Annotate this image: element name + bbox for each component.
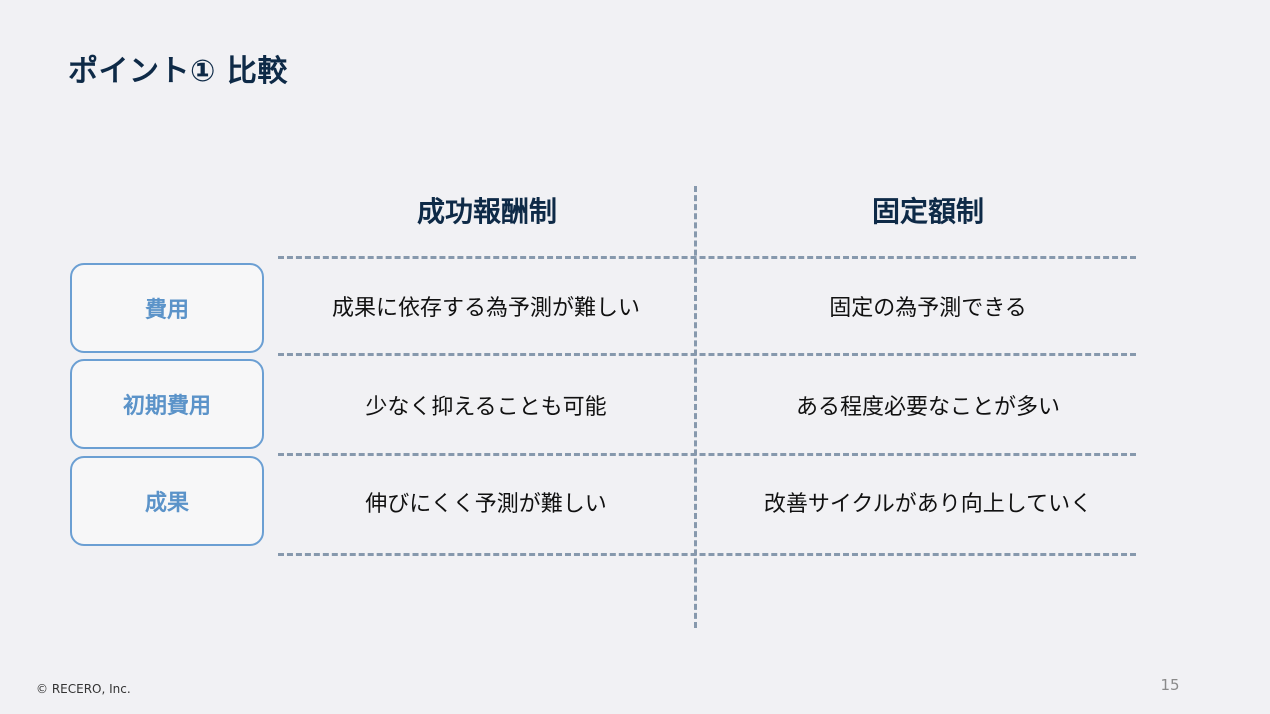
- row-divider: [278, 256, 1136, 259]
- row-divider: [278, 453, 1136, 456]
- column-divider: [694, 186, 697, 628]
- cell-initial-cost-fixed-fee: ある程度必要なことが多い: [795, 395, 1060, 420]
- page-number: 15: [1160, 676, 1180, 694]
- slide-title: ポイント① 比較: [68, 54, 288, 89]
- row-label-results: 成果: [70, 456, 264, 546]
- row-divider: [278, 553, 1136, 556]
- cell-results-fixed-fee: 改善サイクルがあり向上していく: [763, 492, 1093, 517]
- cell-initial-cost-success-fee: 少なく抑えることも可能: [365, 395, 607, 420]
- cell-results-success-fee: 伸びにくく予測が難しい: [365, 492, 607, 517]
- cell-cost-fixed-fee: 固定の為予測できる: [829, 296, 1027, 321]
- column-header-success-fee: 成功報酬制: [416, 195, 557, 228]
- row-label-cost: 費用: [70, 263, 264, 353]
- copyright-notice: © RECERO, Inc.: [36, 682, 131, 696]
- cell-cost-success-fee: 成果に依存する為予測が難しい: [331, 296, 640, 321]
- column-header-fixed-fee: 固定額制: [871, 195, 984, 228]
- row-label-initial-cost: 初期費用: [70, 359, 264, 449]
- row-divider: [278, 353, 1136, 356]
